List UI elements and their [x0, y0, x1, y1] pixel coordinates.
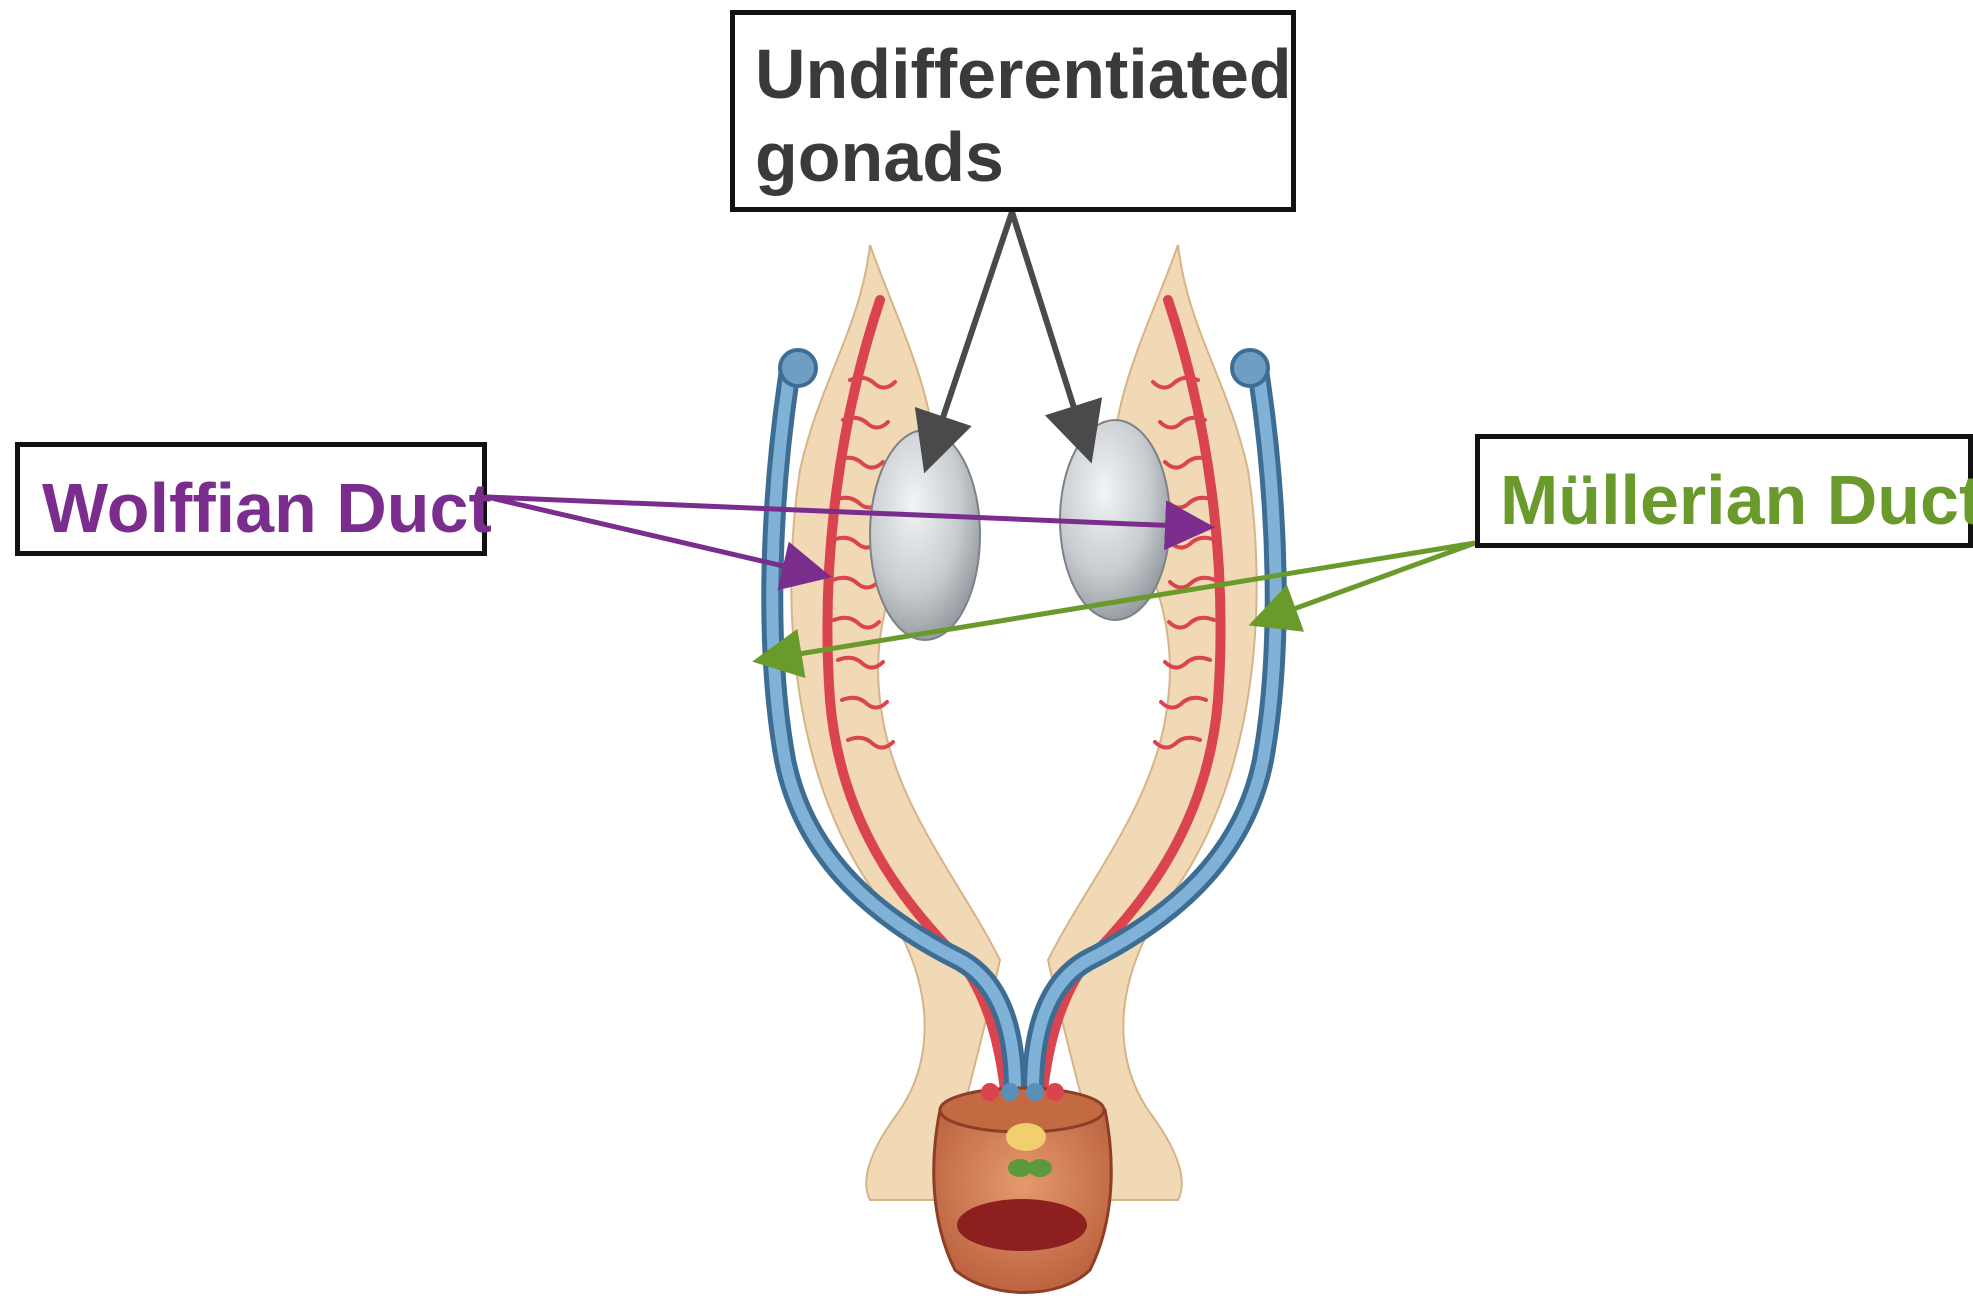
- gonad-pointer-left: [928, 212, 1012, 462]
- left-gonad: [870, 430, 980, 640]
- gonad-pointer-right: [1012, 212, 1088, 452]
- gonads: [870, 420, 1170, 640]
- left-fimbria-icon: [780, 350, 816, 386]
- mullerian-pointer-right: [1258, 543, 1475, 622]
- mullerian-duct-label: Müllerian Duct: [1475, 434, 1973, 548]
- gonads-label-line1: Undifferentiated: [755, 33, 1291, 116]
- gonad-pointers: [928, 212, 1088, 462]
- wolffian-duct-label: Wolffian Duct: [15, 442, 487, 556]
- gonads-label-line2: gonads: [755, 116, 1291, 199]
- right-fimbria-icon: [1232, 350, 1268, 386]
- left-ridge: [791, 245, 1000, 1200]
- urogenital-sinus: [934, 1083, 1111, 1293]
- right-ridge: [1048, 245, 1257, 1200]
- undifferentiated-gonads-label: Undifferentiated gonads: [730, 10, 1296, 212]
